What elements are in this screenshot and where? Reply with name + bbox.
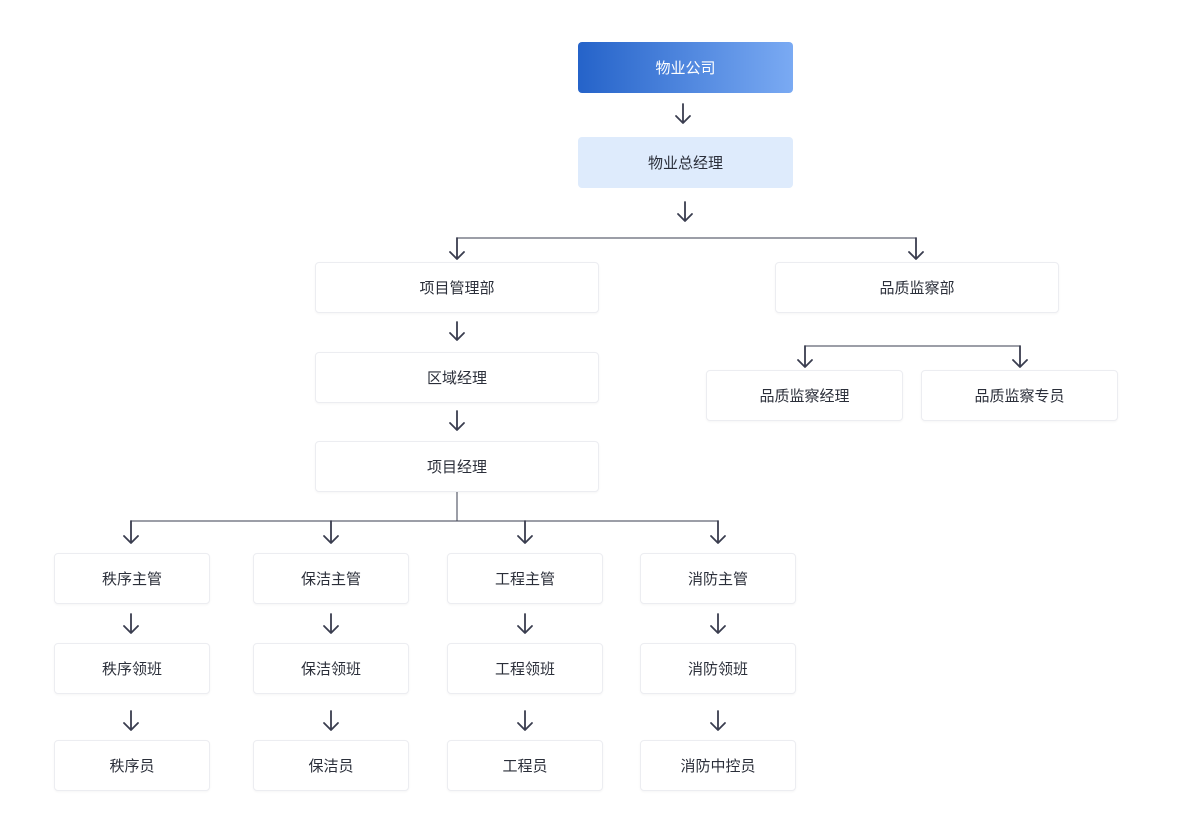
arrow-leader-staff-3 — [710, 710, 726, 731]
node-quality-specialist[interactable]: 品质监察专员 — [921, 370, 1118, 421]
node-regional-manager[interactable]: 区域经理 — [315, 352, 599, 403]
arrow-to-quality-manager — [797, 345, 813, 368]
arrow-supervisor-leader-3 — [710, 613, 726, 634]
arrow-project-dept-regional — [449, 321, 465, 341]
node-quality-dept[interactable]: 品质监察部 — [775, 262, 1059, 313]
arrow-to-supervisor-1 — [323, 520, 339, 544]
arrow-regional-project-manager — [449, 410, 465, 431]
node-order-supervisor[interactable]: 秩序主管 — [54, 553, 210, 604]
node-cleaning-staff[interactable]: 保洁员 — [253, 740, 409, 791]
arrow-to-supervisor-0 — [123, 520, 139, 544]
node-general-manager[interactable]: 物业总经理 — [578, 137, 793, 188]
node-project-manager[interactable]: 项目经理 — [315, 441, 599, 492]
node-company[interactable]: 物业公司 — [578, 42, 793, 93]
arrow-to-quality-specialist — [1012, 345, 1028, 368]
node-cleaning-supervisor[interactable]: 保洁主管 — [253, 553, 409, 604]
node-engineering-leader[interactable]: 工程领班 — [447, 643, 603, 694]
node-fire-staff[interactable]: 消防中控员 — [640, 740, 796, 791]
arrow-leader-staff-2 — [517, 710, 533, 731]
arrow-to-supervisor-3 — [710, 520, 726, 544]
node-cleaning-leader[interactable]: 保洁领班 — [253, 643, 409, 694]
arrow-supervisor-leader-1 — [323, 613, 339, 634]
arrow-company-gm — [675, 103, 691, 124]
node-fire-supervisor[interactable]: 消防主管 — [640, 553, 796, 604]
node-order-leader[interactable]: 秩序领班 — [54, 643, 210, 694]
node-engineering-staff[interactable]: 工程员 — [447, 740, 603, 791]
node-engineering-supervisor[interactable]: 工程主管 — [447, 553, 603, 604]
arrow-leader-staff-0 — [123, 710, 139, 731]
node-quality-manager[interactable]: 品质监察经理 — [706, 370, 903, 421]
arrow-to-project-dept — [449, 237, 465, 260]
node-project-dept[interactable]: 项目管理部 — [315, 262, 599, 313]
arrow-supervisor-leader-2 — [517, 613, 533, 634]
arrow-supervisor-leader-0 — [123, 613, 139, 634]
arrow-gm-split — [677, 201, 693, 222]
node-order-staff[interactable]: 秩序员 — [54, 740, 210, 791]
arrow-leader-staff-1 — [323, 710, 339, 731]
arrow-to-supervisor-2 — [517, 520, 533, 544]
arrow-to-quality-dept — [908, 237, 924, 260]
node-fire-leader[interactable]: 消防领班 — [640, 643, 796, 694]
